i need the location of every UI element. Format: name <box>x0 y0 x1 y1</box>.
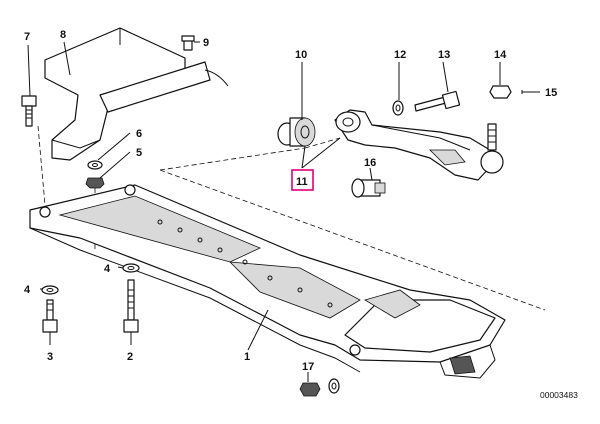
washer-part-6 <box>87 160 103 170</box>
crossmember-part-1 <box>29 184 506 379</box>
callout-13: 13 <box>438 49 450 61</box>
pin-part-15 <box>521 90 540 94</box>
callout-4-right: 4 <box>104 263 111 275</box>
bolt-part-2 <box>123 279 139 333</box>
callout-12: 12 <box>394 49 406 61</box>
callout-labels: 1 2 3 4 4 5 6 7 8 9 10 11 12 13 14 15 16… <box>24 29 557 373</box>
callout-4-left: 4 <box>24 284 31 296</box>
callout-3: 3 <box>47 351 53 363</box>
callout-14: 14 <box>494 49 507 61</box>
washer-part-12 <box>392 100 404 116</box>
bushing-part-16 <box>351 178 386 198</box>
bracket-part-8 <box>44 27 229 161</box>
callout-1: 1 <box>244 351 250 363</box>
nut-part-5 <box>85 177 105 189</box>
callout-10: 10 <box>295 49 307 61</box>
callout-6: 6 <box>136 128 142 140</box>
bushing-part-10 <box>277 117 316 147</box>
callout-16: 16 <box>364 157 376 169</box>
nut-part-17 <box>299 382 321 397</box>
bolt-part-9 <box>181 35 195 51</box>
reference-number: 00003483 <box>540 390 578 400</box>
callout-9: 9 <box>203 37 209 49</box>
highlight-frame <box>291 169 314 191</box>
leader-lines <box>27 41 501 382</box>
callout-11: 11 <box>296 176 308 188</box>
washer-part-4-right <box>122 263 140 273</box>
bolt-part-7 <box>21 95 37 127</box>
callout-7: 7 <box>24 31 30 43</box>
callout-5: 5 <box>136 147 142 159</box>
washer-part-17 <box>328 378 340 394</box>
nut-part-14 <box>489 85 512 99</box>
bolt-part-13 <box>414 90 461 112</box>
washer-part-4-left <box>41 285 59 295</box>
callout-2: 2 <box>127 351 133 363</box>
callout-15: 15 <box>545 87 557 99</box>
control-arm <box>334 109 504 181</box>
callout-17: 17 <box>302 361 314 373</box>
bolt-part-3 <box>42 299 58 333</box>
callout-8: 8 <box>60 29 66 41</box>
